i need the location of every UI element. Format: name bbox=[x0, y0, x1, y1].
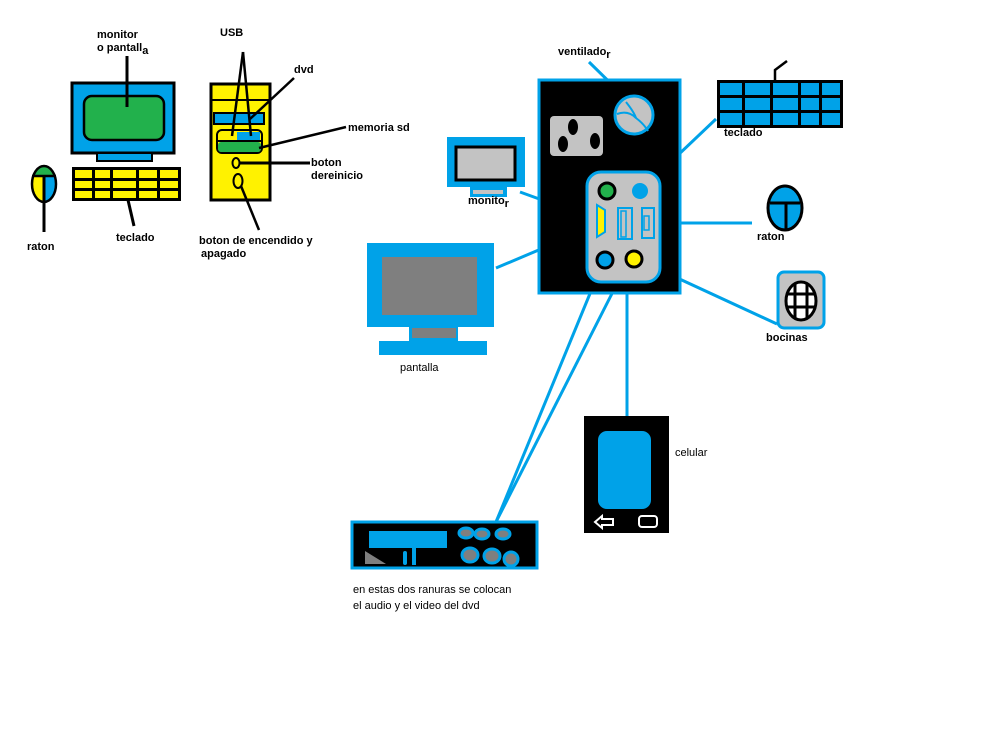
tower bbox=[209, 51, 347, 231]
monitor-label-right-sub: r bbox=[504, 198, 509, 210]
right-keyboard bbox=[717, 60, 843, 128]
reset-label-line2b: reinicio bbox=[323, 170, 363, 182]
dvd-note-line2: el audio y el video del dvd bbox=[353, 600, 480, 612]
monitor-label-line2: o pantall bbox=[97, 42, 143, 54]
fan-label-text: ventilado bbox=[558, 46, 607, 58]
reset-label-line2a: de bbox=[311, 170, 324, 182]
reset-button bbox=[231, 157, 241, 169]
fan-label-sub: r bbox=[606, 49, 611, 61]
phone bbox=[584, 416, 669, 533]
home-button-icon bbox=[638, 515, 658, 528]
disc-tray bbox=[369, 531, 447, 548]
power-label-line2: apagado bbox=[201, 248, 247, 260]
reset-button-label: boton dereinicio bbox=[311, 157, 363, 183]
audio-port bbox=[624, 249, 644, 269]
vga-port bbox=[596, 203, 606, 239]
monitor-label: monitor o pantalla bbox=[97, 29, 149, 57]
sd-memory-label: memoria sd bbox=[348, 122, 410, 134]
fan-label: ventilador bbox=[558, 46, 611, 61]
usb-port bbox=[617, 207, 633, 240]
monitor-label-line1: monitor bbox=[97, 29, 138, 41]
power-button bbox=[232, 173, 244, 189]
speakers-label: bocinas bbox=[766, 332, 808, 344]
monitor-label-sub: a bbox=[142, 45, 149, 57]
right-mouse bbox=[766, 184, 804, 232]
back-arrow-icon bbox=[593, 513, 614, 531]
screen-label: pantalla bbox=[400, 362, 439, 374]
dvd-label: dvd bbox=[294, 64, 314, 76]
monitor-label-right-text: monito bbox=[468, 195, 505, 207]
audio-port bbox=[595, 250, 615, 270]
dvd-note: en estas dos ranuras se colocan el audio… bbox=[353, 582, 511, 614]
left-monitor bbox=[70, 56, 176, 162]
speakers bbox=[776, 270, 826, 330]
power-button-label: boton de encendido y apagado bbox=[199, 235, 313, 261]
left-keyboard bbox=[72, 167, 181, 227]
power-label-line1: boton de encendido y bbox=[199, 235, 313, 247]
mouse-label-left: raton bbox=[27, 241, 55, 253]
mouse-label-right: raton bbox=[757, 231, 785, 243]
phone-screen bbox=[598, 431, 651, 509]
usb-label: USB bbox=[220, 27, 244, 39]
large-screen bbox=[367, 243, 494, 355]
dvd-drive bbox=[213, 112, 265, 125]
dvd-player bbox=[350, 520, 539, 570]
reset-label-line1: boton bbox=[311, 157, 342, 169]
usb-port bbox=[641, 207, 655, 239]
fan bbox=[613, 94, 655, 136]
back-panel bbox=[537, 78, 682, 295]
phone-label: celular bbox=[675, 447, 708, 459]
left-mouse bbox=[30, 164, 58, 232]
dvd-note-line1: en estas dos ranuras se colocan bbox=[353, 584, 512, 596]
keyboard-label-right: teclado bbox=[724, 127, 763, 139]
small-monitor bbox=[447, 137, 525, 197]
keyboard-label-left: teclado bbox=[116, 232, 155, 244]
monitor-label-right: monitor bbox=[468, 195, 509, 210]
keyboard-pointer-line bbox=[126, 199, 136, 227]
ps2-green-port bbox=[597, 181, 617, 201]
